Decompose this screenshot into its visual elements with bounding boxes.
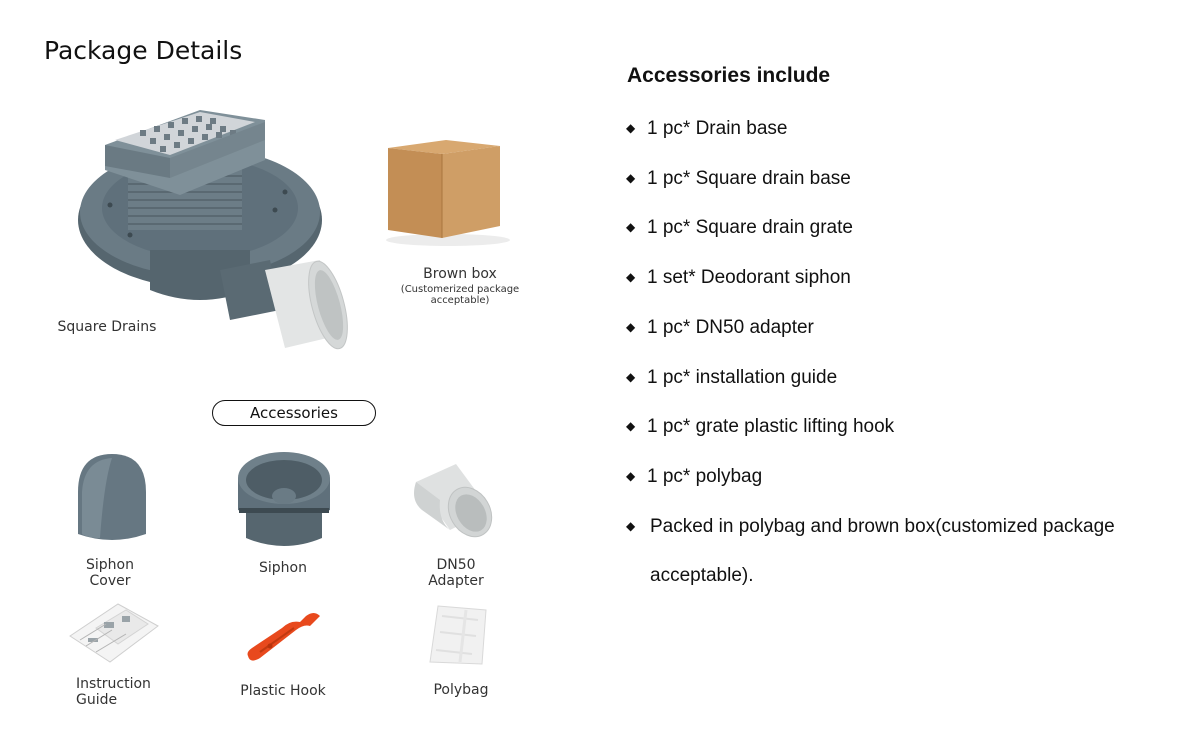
siphon-cover-caption-line1: Siphon [86,557,134,573]
list-item-text: 1 pc* Square drain grate [647,217,853,239]
list-item: ◆ 1 pc* polybag [626,452,1166,502]
diamond-bullet-icon: ◆ [626,270,636,285]
siphon-cover-image [78,454,146,540]
list-item-text: 1 pc* Drain base [647,118,788,139]
instruction-caption-line1: Instruction [76,676,151,692]
plastic-hook-caption: Plastic Hook [240,683,326,699]
diamond-bullet-icon: ◆ [626,419,636,434]
brown-box-image [386,140,510,246]
diamond-bullet-icon: ◆ [626,319,636,334]
siphon-cover-caption-line2: Cover [89,573,131,589]
siphon-caption: Siphon [259,560,307,576]
list-item-text: Packed in polybag and brown box(customiz… [650,515,1115,587]
box-caption: Brown box [423,266,497,282]
accessories-list: ◆ 1 pc* Drain base ◆ 1 pc* Square drain … [626,104,1166,601]
list-item-text: 1 pc* DN50 adapter [647,316,814,338]
drain-caption: Square Drains [57,319,157,335]
list-item-text: 1 set* Deodorant siphon [647,267,851,289]
dn50-caption-line2: Adapter [428,573,484,589]
diamond-bullet-icon: ◆ [626,369,636,384]
list-item-text: 1 pc* grate plastic lifting hook [647,416,895,438]
plastic-hook-image [247,613,320,661]
list-item-text: 1 pc* Square drain base [647,167,851,189]
instruction-guide-image [69,603,159,663]
list-item: ◆ 1 pc* grate plastic lifting hook [626,402,1166,452]
polybag-caption: Polybag [433,682,489,698]
list-item: ◆ 1 pc* installation guide [626,353,1166,403]
dn50-caption-line1: DN50 [436,557,476,573]
instruction-caption-line2: Guide [76,692,118,708]
siphon-image [238,452,330,546]
diamond-bullet-icon: ◆ [626,170,636,185]
polybag-image [429,605,487,665]
square-drain-image [78,110,348,350]
list-item: ◆ 1 pc* Square drain base [626,154,1166,204]
page-title: Package Details [44,36,243,65]
list-item: ◆ 1 pc* Square drain grate [626,203,1166,253]
diamond-bullet-icon: ◆ [626,220,636,235]
list-item-text: 1 pc* installation guide [647,366,838,388]
list-item: ◆ 1 set* Deodorant siphon [626,253,1166,303]
accessories-include-title: Accessories include [627,64,831,87]
list-item: ◆ Packed in polybag and brown box(custom… [626,502,1166,601]
diamond-bullet-icon: ◆ [626,518,636,533]
diamond-bullet-icon: ◆ [626,468,636,483]
dn50-adapter-image [414,464,493,538]
box-subcaption: (Customerized package acceptable) [400,284,520,306]
list-item: ◆ 1 pc* Drain base [626,104,1166,154]
list-item-text: 1 pc* polybag [647,465,763,487]
list-item: ◆ 1 pc* DN50 adapter [626,303,1166,353]
accessories-label: Accessories [212,400,376,426]
diamond-bullet-icon: ◆ [626,121,636,135]
